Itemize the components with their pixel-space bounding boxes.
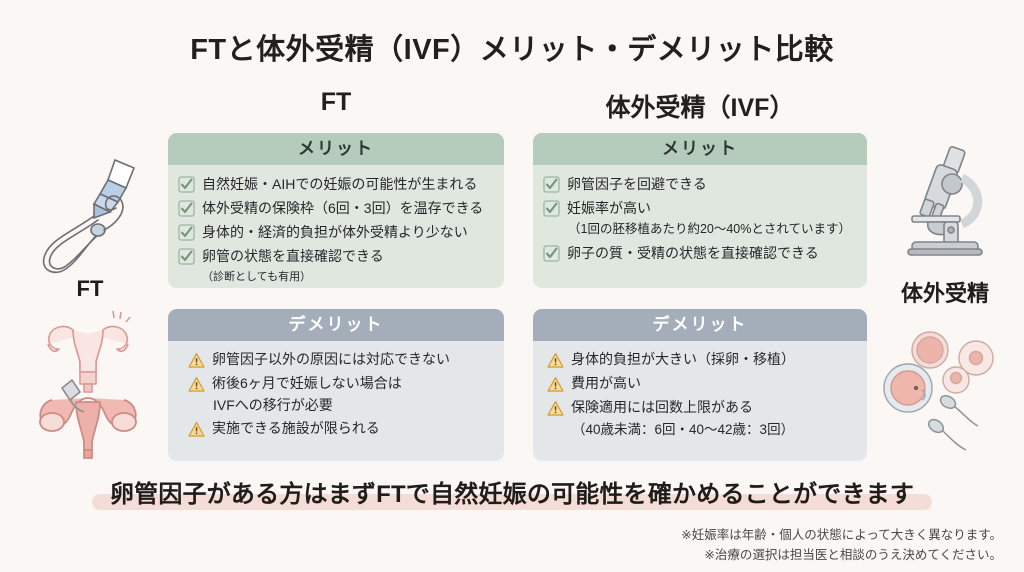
list-item-label: 費用が高い (571, 375, 641, 391)
panel-ft-demerit-heading: デメリット (168, 309, 504, 341)
list-item-subtext: （40歳未満：6回・40〜42歳：3回） (572, 422, 795, 437)
warning-icon (188, 352, 205, 369)
column-header-ivf: 体外受精（IVF） (605, 94, 795, 122)
panel-ivf-merit: メリット 卵管因子を回避できる 妊娠率が高い （1回の胚移植あたり約20〜40%… (533, 133, 867, 288)
panel-ivf-merit-body: 卵管因子を回避できる 妊娠率が高い （1回の胚移植あたり約20〜40%とされてい… (533, 165, 867, 273)
side-label-ivf: 体外受精 (900, 281, 989, 306)
banner-highlight (92, 494, 932, 510)
list-item: 費用が高い (547, 374, 855, 393)
banner-text: 卵管因子がある方はまずFTで自然妊娠の可能性を確かめることができます (109, 481, 915, 508)
list-item-label: 卵管因子を回避できる (567, 176, 707, 192)
list-item: 身体的・経済的負担が体外受精より少ない (178, 222, 492, 242)
list-item-main: 卵管の状態を直接確認できる (202, 248, 384, 264)
list-item-label: 保険適用には回数上限がある (571, 399, 753, 415)
list-item: 卵管因子を回避できる (543, 174, 855, 194)
check-icon (178, 248, 195, 265)
list-item-line: 妊娠率が高い (543, 198, 855, 218)
list-item-subtext: （1回の胚移植あたり約20〜40%とされています） (568, 222, 851, 236)
check-icon (178, 224, 195, 241)
list-item: 保険適用には回数上限がある （40歳未満：6回・40〜42歳：3回） (547, 398, 855, 439)
column-header-ft: FT (320, 88, 352, 116)
panel-ivf-merit-heading: メリット (533, 133, 867, 165)
check-icon (543, 245, 560, 262)
panel-ivf-demerit-heading: デメリット (533, 309, 867, 341)
warning-icon (547, 352, 564, 369)
panel-ivf-demerit-body: 身体的負担が大きい（採卵・移植） 費用が高い 保険適用には回数上限がある （40… (533, 341, 867, 449)
list-item-label: 術後6ヶ月で妊娠しない場合は (212, 375, 402, 391)
list-item-label: 卵管の状態を直接確認できる （診断としても有用） (202, 246, 492, 287)
list-item: 実施できる施設が限られる (188, 419, 492, 438)
warning-icon (188, 421, 205, 438)
check-icon (178, 176, 195, 193)
microscope-illustration (890, 142, 1002, 267)
warning-icon (188, 376, 205, 393)
list-item: 身体的負担が大きい（採卵・移植） (547, 350, 855, 369)
panel-ft-demerit: デメリット 卵管因子以外の原因には対応できない 術後6ヶ月で妊娠しない場合は I… (168, 309, 504, 461)
list-item: 卵管因子以外の原因には対応できない (188, 350, 492, 369)
list-item-label: 身体的負担が大きい（採卵・移植） (571, 351, 795, 367)
list-item-line: 術後6ヶ月で妊娠しない場合は (188, 374, 492, 393)
check-icon (543, 176, 560, 193)
panel-ft-demerit-body: 卵管因子以外の原因には対応できない 術後6ヶ月で妊娠しない場合は IVFへの移行… (168, 341, 504, 453)
check-icon (178, 200, 195, 217)
list-item-label: 妊娠率が高い (567, 200, 651, 216)
list-item: 術後6ヶ月で妊娠しない場合は IVFへの移行が必要 (188, 374, 492, 415)
warning-icon (547, 376, 564, 393)
panel-ft-merit-heading: メリット (168, 133, 504, 165)
list-item: 体外受精の保険枠（6回・3回）を温存できる (178, 198, 492, 218)
panel-ft-merit: メリット 自然妊娠・AIHでの妊娠の可能性が生まれる 体外受精の保険枠（6回・3… (168, 133, 504, 288)
list-item-label: 身体的・経済的負担が体外受精より少ない (202, 224, 468, 240)
list-item: 卵子の質・受精の状態を直接確認できる (543, 243, 855, 263)
warning-icon (547, 400, 564, 417)
list-item-label: 自然妊娠・AIHでの妊娠の可能性が生まれる (202, 176, 478, 192)
footnote-consult-doctor: ※治療の選択は担当医と相談のうえ決めてください。 (704, 548, 1002, 562)
check-icon (543, 200, 560, 217)
page-title: FTと体外受精（IVF）メリット・デメリット比較 (190, 34, 834, 66)
list-item-subtext: IVFへの移行が必要 (213, 397, 333, 413)
list-item: 自然妊娠・AIHでの妊娠の可能性が生まれる (178, 174, 492, 194)
list-item-note: （診断としても有用） (202, 271, 312, 283)
list-item-label: 卵管因子以外の原因には対応できない (212, 351, 450, 367)
footnote-pregnancy-rate: ※妊娠率は年齢・個人の状態によって大きく異なります。 (681, 528, 1002, 542)
side-label-ft: FT (76, 276, 104, 301)
list-item-label: 卵子の質・受精の状態を直接確認できる (567, 245, 819, 261)
list-item-line: 保険適用には回数上限がある (547, 398, 855, 417)
list-item: 卵管の状態を直接確認できる （診断としても有用） (178, 246, 492, 287)
egg-and-sperm-illustration (880, 330, 1014, 463)
summary-banner: 卵管因子がある方はまずFTで自然妊娠の可能性を確かめることができます (0, 478, 1024, 514)
list-item-label: 実施できる施設が限られる (212, 420, 380, 436)
list-item-label: 体外受精の保険枠（6回・3回）を温存できる (202, 200, 484, 216)
uterus-fallopian-tube-illustration (18, 306, 158, 466)
panel-ivf-demerit: デメリット 身体的負担が大きい（採卵・移植） 費用が高い (533, 309, 867, 461)
ft-catheter-illustration (22, 146, 150, 279)
list-item: 妊娠率が高い （1回の胚移植あたり約20〜40%とされています） (543, 198, 855, 239)
panel-ft-merit-body: 自然妊娠・AIHでの妊娠の可能性が生まれる 体外受精の保険枠（6回・3回）を温存… (168, 165, 504, 288)
